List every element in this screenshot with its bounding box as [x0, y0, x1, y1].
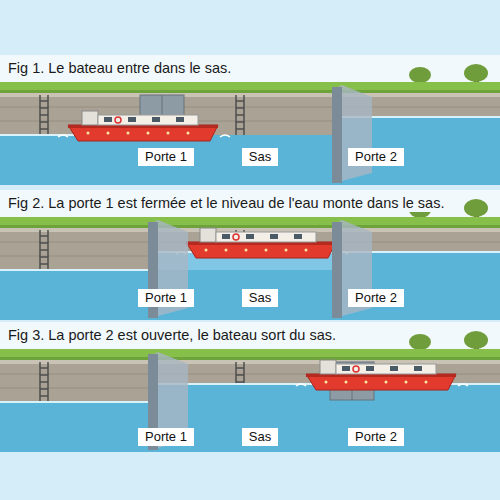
part-label: Porte 2: [348, 148, 404, 166]
label-text: Sas: [249, 149, 271, 165]
part-label: Porte 1: [138, 289, 194, 307]
label-text: Porte 2: [355, 429, 397, 445]
part-label: Porte 1: [138, 428, 194, 446]
label-text: Porte 2: [355, 290, 397, 306]
part-label: Porte 2: [348, 289, 404, 307]
label-text: Porte 2: [355, 149, 397, 165]
figure-caption: Fig 2. La porte 1 est fermée et le nivea…: [6, 195, 446, 212]
label-text: Sas: [249, 290, 271, 306]
part-label: Sas: [242, 289, 278, 307]
label-text: Porte 1: [145, 149, 187, 165]
part-label: Porte 1: [138, 148, 194, 166]
part-label: Porte 2: [348, 428, 404, 446]
figure-caption: Fig 3. La porte 2 est ouverte, le bateau…: [6, 327, 338, 344]
figure-caption: Fig 1. Le bateau entre dans le sas.: [6, 60, 233, 77]
part-label: Sas: [242, 428, 278, 446]
label-text: Sas: [249, 429, 271, 445]
label-text: Porte 1: [145, 429, 187, 445]
label-text: Porte 1: [145, 290, 187, 306]
part-label: Sas: [242, 148, 278, 166]
